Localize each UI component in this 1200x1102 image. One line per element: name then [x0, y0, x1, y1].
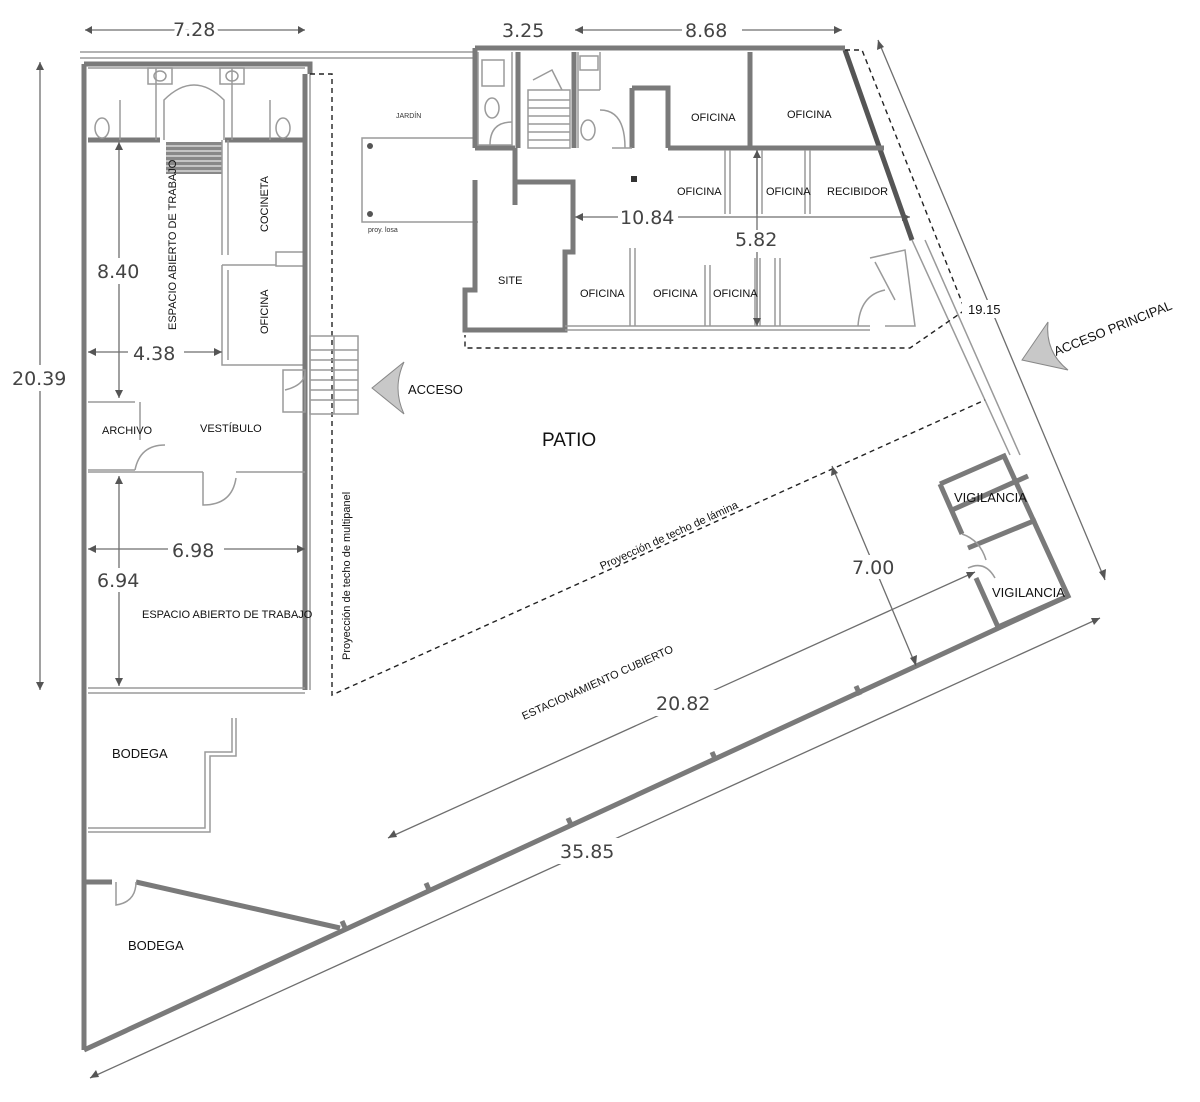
right-building-projection [464, 49, 966, 349]
label-jardin: JARDÍN [396, 111, 421, 120]
vigilancia-booths: VIGILANCIA VIGILANCIA [937, 452, 1072, 630]
dim-8-68: 8.68 [685, 20, 727, 42]
dim-5-82: 5.82 [735, 229, 777, 251]
outer-walls [80, 49, 1070, 1053]
entry-stair: ACCESO [309, 335, 463, 415]
label-proyeccion-multipanel: Proyección de techo de multipanel [341, 492, 353, 660]
room-oficina-bot2: OFICINA [653, 288, 698, 300]
room-bodega-1: BODEGA [112, 746, 168, 761]
stair-treads [166, 142, 222, 174]
dim-7-00: 7.00 [852, 557, 894, 579]
dim-4-38: 4.38 [133, 343, 175, 365]
left-building [88, 67, 311, 906]
room-espacio-abierto-2: ESPACIO ABIERTO DE TRABAJO [142, 609, 313, 621]
room-oficina-bot1: OFICINA [580, 288, 625, 300]
right-labels: SITE OFICINA OFICINA OFICINA OFICINA REC… [498, 109, 888, 300]
room-archivo: ARCHIVO [102, 425, 153, 437]
dim-35-85: 35.85 [560, 841, 614, 863]
room-recibidor: RECIBIDOR [827, 186, 888, 198]
room-vestibulo: VESTÍBULO [200, 422, 262, 435]
dim-7-28: 7.28 [173, 19, 215, 41]
left-dimensions: 7.28 20.39 8.40 4.38 6.98 6.94 [10, 15, 305, 690]
parking-dimensions: 7.00 20.82 35.85 ESTACIONAMIENTO CUBIERT… [89, 465, 1101, 1079]
acceso-principal: ACCESO PRINCIPAL [1021, 298, 1175, 371]
room-oficina-bot3: OFICINA [713, 288, 758, 300]
jardin: JARDÍN proy. losa [361, 111, 478, 234]
dim-20-82: 20.82 [656, 693, 710, 715]
room-espacio-abierto-1: ESPACIO ABIERTO DE TRABAJO [167, 159, 179, 330]
label-acceso: ACCESO [408, 382, 463, 397]
room-oficina-left: OFICINA [259, 289, 271, 334]
label-proyeccion-lamina: Proyección de techo de lámina [598, 499, 741, 573]
right-building [462, 45, 916, 333]
dim-6-98: 6.98 [172, 540, 214, 562]
room-oficina-mid1: OFICINA [677, 186, 722, 198]
room-vigilancia-1: VIGILANCIA [954, 490, 1027, 505]
room-site: SITE [498, 275, 522, 287]
room-oficina-top2: OFICINA [787, 109, 832, 121]
dim-6-94: 6.94 [97, 570, 139, 592]
dim-19-15: 19.15 [968, 302, 1001, 317]
dim-3-25: 3.25 [502, 20, 544, 42]
room-cocineta: COCINETA [259, 175, 271, 232]
room-oficina-mid2: OFICINA [766, 186, 811, 198]
label-patio: PATIO [542, 430, 596, 451]
label-acceso-principal: ACCESO PRINCIPAL [1052, 298, 1175, 359]
room-vigilancia-2: VIGILANCIA [992, 585, 1065, 600]
right-dimensions: 3.25 8.68 10.84 5.82 19.15 [502, 20, 1106, 581]
room-bodega-2: BODEGA [128, 938, 184, 953]
left-labels: ESPACIO ABIERTO DE TRABAJO COCINETA OFIC… [102, 159, 313, 953]
label-proy-losa: proy. losa [368, 227, 398, 234]
dim-8-40: 8.40 [97, 261, 139, 283]
room-oficina-top1: OFICINA [691, 112, 736, 124]
dim-10-84: 10.84 [620, 207, 674, 229]
dim-20-39: 20.39 [12, 368, 66, 390]
